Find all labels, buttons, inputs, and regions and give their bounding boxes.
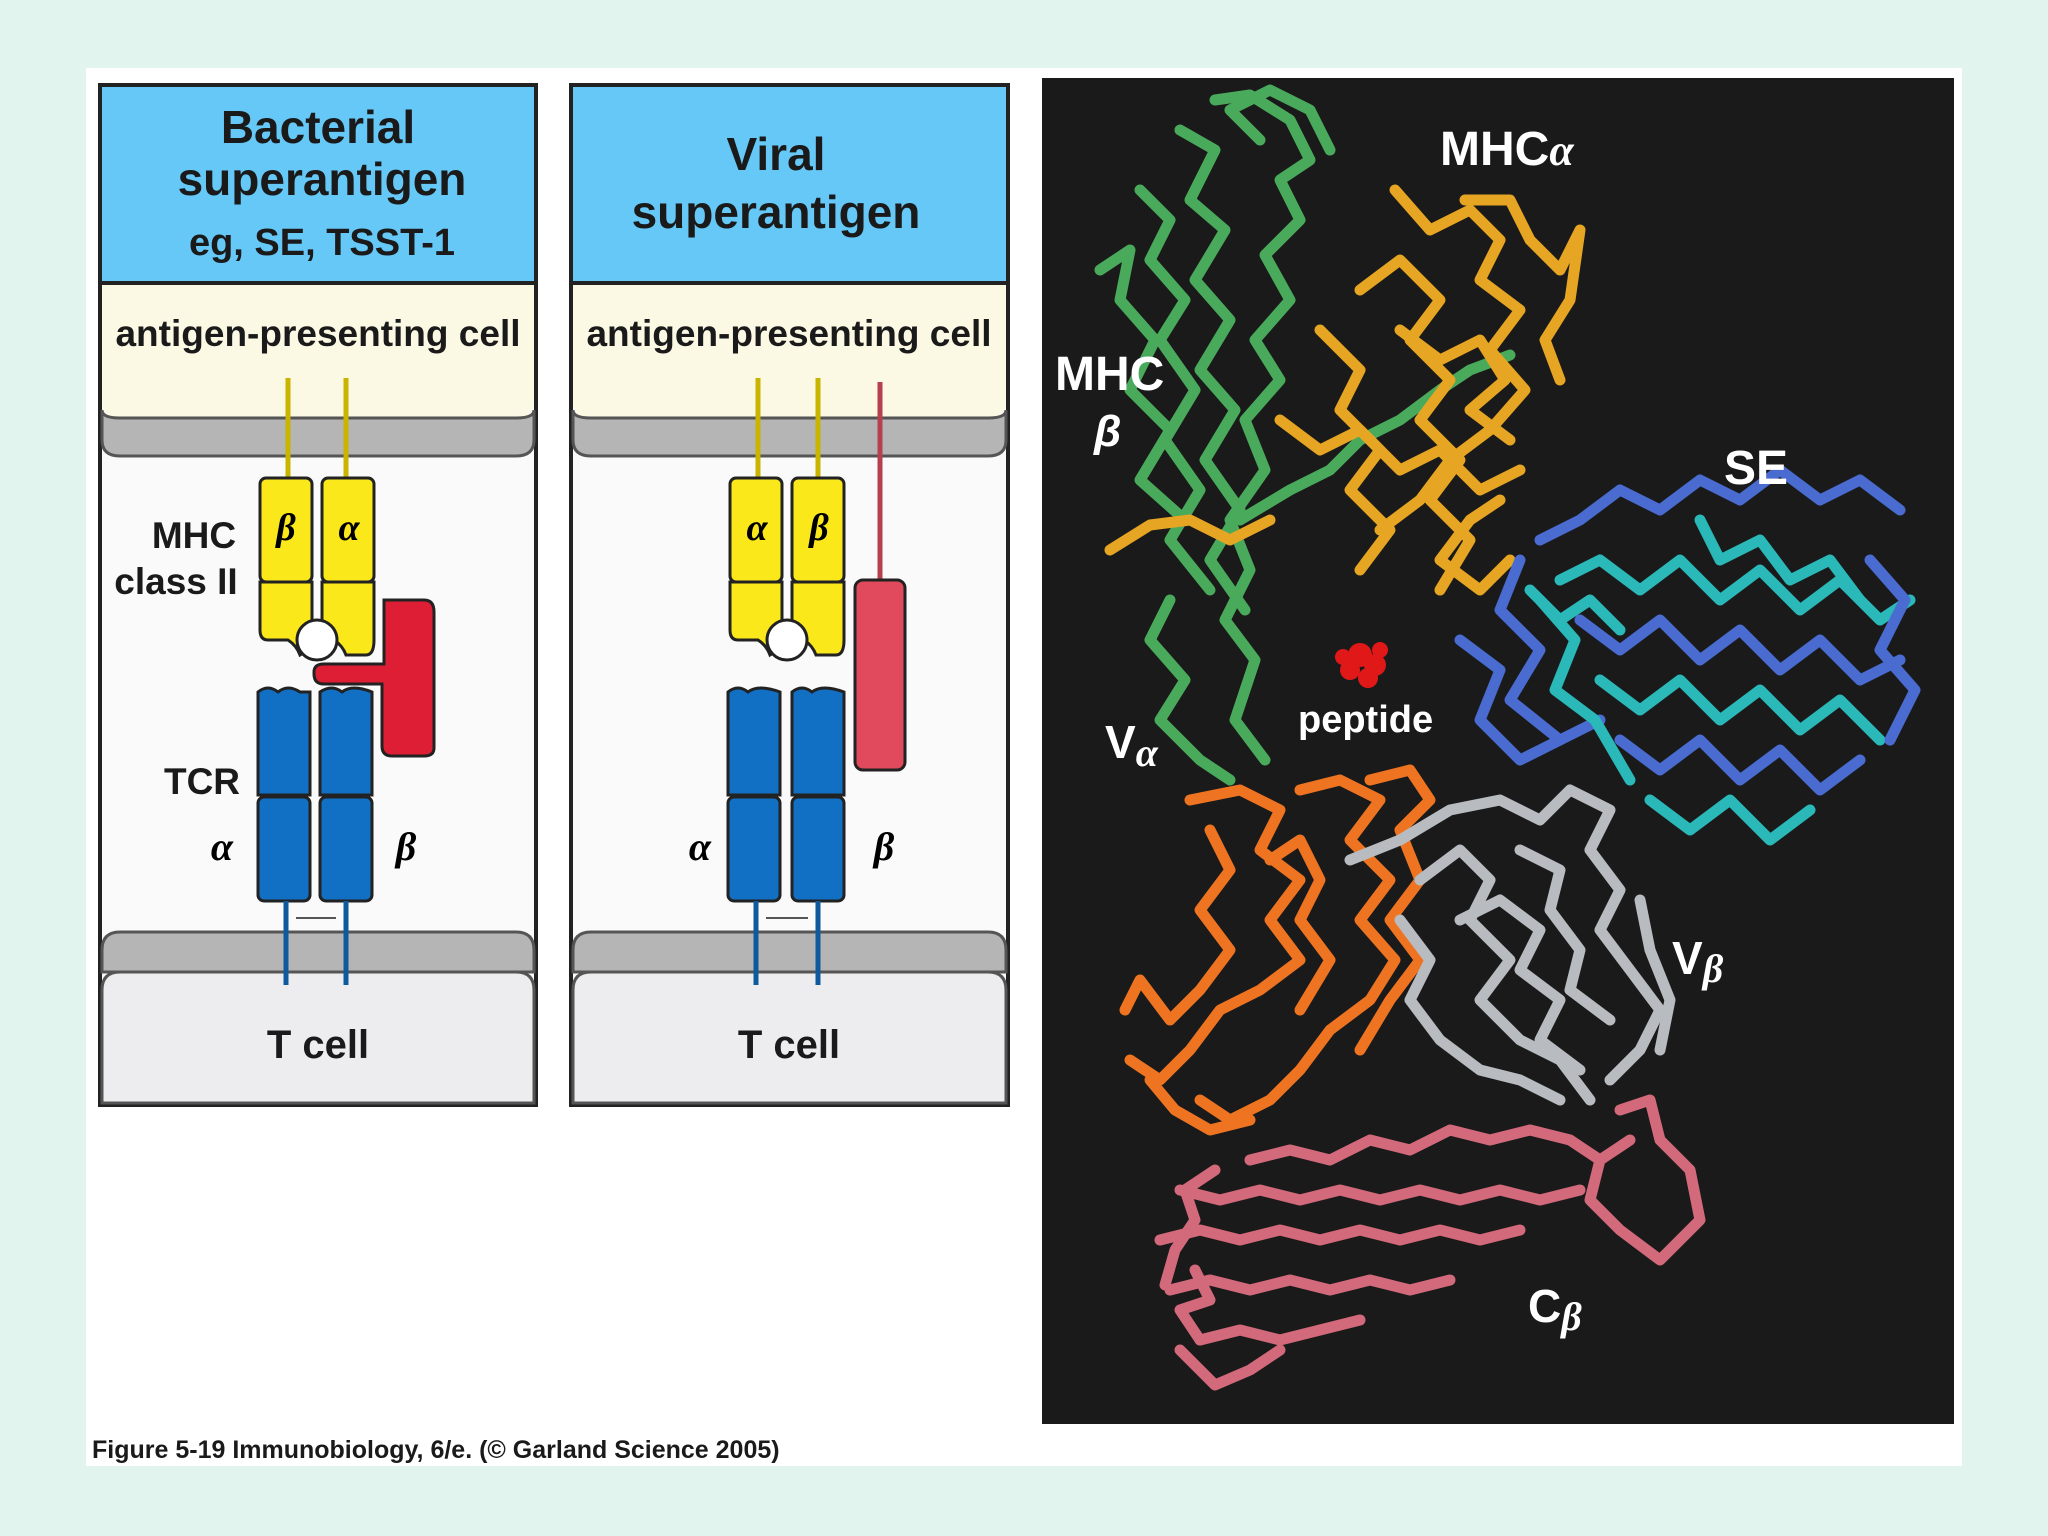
tcr-alpha-symbol-viral: α — [689, 824, 712, 869]
v-beta-ribbon — [1344, 784, 1676, 1106]
bacterial-subtitle: eg, SE, TSST-1 — [189, 222, 455, 264]
tcell-label: T cell — [267, 1023, 369, 1067]
tcr-beta-symbol: β — [394, 824, 417, 869]
se-ribbon — [1454, 464, 1921, 846]
apc-region-viral — [573, 285, 1006, 418]
mhc-alpha-symbol: α — [338, 507, 360, 549]
peptide-blob — [1335, 642, 1388, 688]
mhc-beta-ribbon — [1094, 84, 1516, 786]
tcr-beta-chain — [318, 686, 374, 985]
bacterial-superantigen-panel: Bacterial superantigen eg, SE, TSST-1 an… — [98, 83, 538, 1107]
viral-superantigen — [853, 578, 907, 772]
c-beta-structure-label: Cβ — [1528, 1280, 1582, 1339]
mhc-class-ii-label-line2: class II — [114, 561, 237, 602]
v-alpha-structure-label: Vα — [1105, 716, 1159, 775]
mhc-alpha-ribbon — [1104, 184, 1586, 596]
crystal-structure-panel: MHCα MHC β SE peptide Vα Vβ Cβ — [1042, 78, 1954, 1424]
figure-caption: Figure 5-19 Immunobiology, 6/e. (© Garla… — [92, 1436, 780, 1464]
bacterial-superantigen — [312, 598, 436, 758]
mhc-beta-symbol: β — [274, 507, 296, 549]
tcell-region-viral — [571, 970, 1008, 1105]
tcr-beta-symbol-viral: β — [872, 824, 895, 869]
viral-title-line1: Viral — [727, 128, 826, 180]
tcell-label-viral: T cell — [738, 1023, 840, 1067]
tcr-beta-chain-viral — [790, 686, 846, 985]
tcr-label: TCR — [164, 761, 240, 802]
peptide-groove — [295, 618, 339, 662]
viral-header — [569, 83, 1010, 285]
mhc-alpha-structure-label: MHCα — [1440, 123, 1574, 176]
mhc-beta-structure-symbol: β — [1093, 407, 1121, 456]
apc-label: antigen-presenting cell — [115, 313, 520, 354]
mhc-beta-structure-label: MHC — [1055, 348, 1164, 401]
peptide-structure-label: peptide — [1298, 699, 1433, 741]
bacterial-title-line1: Bacterial — [221, 101, 415, 153]
tcell-membrane-viral — [571, 930, 1008, 974]
viral-title-line2: superantigen — [632, 186, 921, 238]
c-beta-ribbon — [1154, 1094, 1706, 1391]
tcr-alpha-chain-viral — [726, 686, 782, 985]
peptide-groove-viral — [765, 618, 809, 662]
apc-membrane — [100, 409, 536, 458]
mhc-class-ii-label-line1: MHC — [152, 515, 236, 556]
bacterial-title-line2: superantigen — [178, 153, 467, 205]
tcell-region — [100, 970, 536, 1105]
mhc-beta-symbol-viral: β — [807, 507, 829, 549]
tcr-alpha-chain — [256, 686, 312, 985]
v-beta-structure-label: Vβ — [1672, 932, 1724, 991]
se-structure-label: SE — [1724, 442, 1788, 495]
apc-label-viral: antigen-presenting cell — [586, 313, 991, 354]
mhc-alpha-chain — [320, 476, 376, 657]
mhc-alpha-symbol-viral: α — [746, 507, 768, 549]
viral-superantigen-panel: Viral superantigen antigen-presenting ce… — [569, 83, 1010, 1107]
tcell-membrane — [100, 930, 536, 974]
apc-membrane-viral — [571, 409, 1008, 458]
tcr-alpha-symbol: α — [211, 824, 234, 869]
bacterial-header — [98, 83, 538, 285]
structure-background — [1042, 78, 1954, 1424]
apc-region — [102, 285, 534, 418]
